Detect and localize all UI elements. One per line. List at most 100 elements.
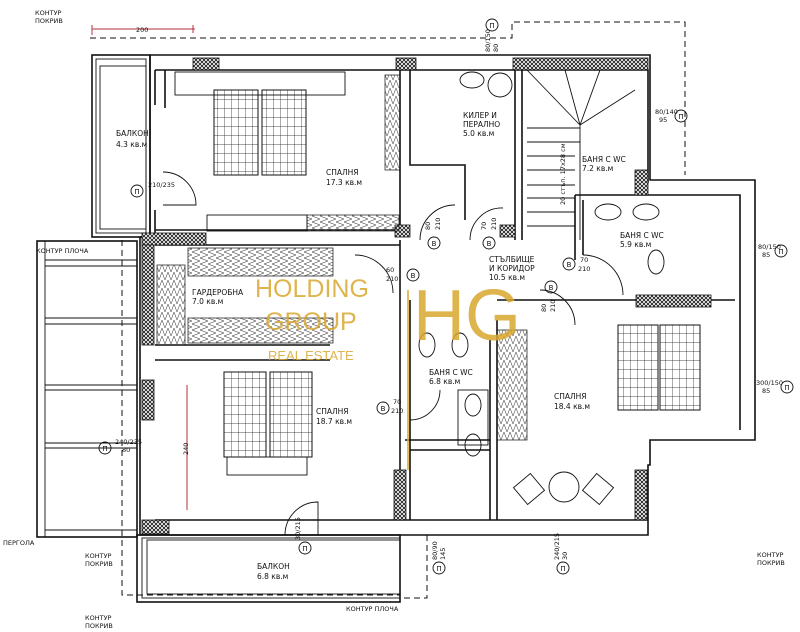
svg-text:КОНТУР ПЛОЧА: КОНТУР ПЛОЧА — [36, 247, 89, 255]
svg-text:СПАЛНЯ: СПАЛНЯ — [316, 407, 349, 416]
svg-text:И КОРИДОР: И КОРИДОР — [489, 264, 535, 273]
svg-text:ПЕРГОЛА: ПЕРГОЛА — [3, 539, 35, 547]
svg-text:70: 70 — [393, 398, 401, 406]
svg-text:210: 210 — [434, 218, 442, 230]
svg-text:КОНТУР: КОНТУР — [85, 552, 112, 560]
svg-text:ГАРДЕРОБНА: ГАРДЕРОБНА — [192, 288, 244, 297]
svg-text:80/140: 80/140 — [655, 108, 678, 116]
svg-text:КИЛЕР И: КИЛЕР И — [463, 111, 497, 120]
svg-text:П: П — [134, 188, 139, 196]
svg-text:80/150: 80/150 — [484, 29, 492, 52]
svg-text:П: П — [784, 384, 789, 392]
svg-text:60: 60 — [386, 266, 394, 274]
pergola — [36, 240, 138, 538]
svg-text:70: 70 — [480, 222, 488, 230]
svg-text:В: В — [567, 261, 572, 269]
svg-text:210: 210 — [549, 300, 557, 312]
svg-text:80: 80 — [122, 446, 130, 454]
svg-text:5.9 кв.м: 5.9 кв.м — [620, 240, 651, 249]
svg-text:HG: HG — [413, 276, 521, 356]
roof-contour — [90, 21, 686, 599]
svg-text:П: П — [436, 565, 441, 573]
dimension-240: 240 — [182, 385, 190, 510]
svg-text:240/235: 240/235 — [115, 438, 142, 446]
svg-text:80: 80 — [540, 304, 548, 312]
watermark-logo: HOLDING GROUP REAL ESTATE HG — [255, 275, 521, 470]
svg-text:18.7 кв.м: 18.7 кв.м — [316, 417, 352, 426]
svg-text:17.3 кв.м: 17.3 кв.м — [326, 178, 362, 187]
svg-text:П: П — [560, 565, 565, 573]
svg-text:30: 30 — [561, 552, 569, 560]
svg-text:ПОКРИВ: ПОКРИВ — [757, 559, 785, 567]
window-tag-balcony-bottom: П30/215 — [294, 517, 312, 555]
svg-text:В: В — [411, 272, 416, 280]
svg-text:В: В — [487, 240, 492, 248]
svg-text:85: 85 — [762, 251, 770, 259]
svg-text:6.8 кв.м: 6.8 кв.м — [429, 377, 460, 386]
svg-text:СПАЛНЯ: СПАЛНЯ — [326, 168, 359, 177]
svg-text:БАНЯ С WC: БАНЯ С WC — [620, 231, 664, 240]
wardrobes — [156, 74, 528, 441]
dimension-200-label: 200 — [136, 26, 148, 34]
svg-text:80/90: 80/90 — [431, 541, 439, 560]
svg-text:П: П — [489, 22, 494, 30]
svg-text:6.8 кв.м: 6.8 кв.м — [257, 572, 288, 581]
svg-text:П: П — [102, 445, 107, 453]
svg-text:80/150: 80/150 — [758, 243, 781, 251]
svg-text:REAL ESTATE: REAL ESTATE — [268, 348, 354, 363]
door-swings — [162, 171, 624, 536]
svg-text:ПОКРИВ: ПОКРИВ — [85, 560, 113, 568]
svg-text:В: В — [432, 240, 437, 248]
svg-text:240/215: 240/215 — [553, 533, 561, 560]
bed-right — [617, 324, 701, 411]
svg-text:85: 85 — [762, 387, 770, 395]
svg-text:7.2 кв.м: 7.2 кв.м — [582, 164, 613, 173]
svg-text:В: В — [381, 405, 386, 413]
svg-text:HOLDING: HOLDING — [255, 275, 369, 303]
svg-text:БАНЯ С WC: БАНЯ С WC — [429, 368, 473, 377]
svg-text:30/215: 30/215 — [294, 517, 302, 540]
svg-text:4.3 кв.м: 4.3 кв.м — [116, 140, 147, 149]
svg-text:В: В — [549, 284, 554, 292]
svg-text:10.5 кв.м: 10.5 кв.м — [489, 273, 525, 282]
svg-text:БАЛКОН: БАЛКОН — [257, 562, 290, 571]
svg-text:КОНТУР: КОНТУР — [85, 614, 112, 622]
bathroom-fixtures — [418, 71, 665, 506]
svg-text:КОНТУР ПЛОЧА: КОНТУР ПЛОЧА — [346, 605, 399, 613]
svg-text:П: П — [302, 545, 307, 553]
svg-text:БАНЯ С WC: БАНЯ С WC — [582, 155, 626, 164]
stairs-note: 20 стъп. 17x28 см — [559, 143, 567, 205]
bed-bottom-left — [223, 371, 313, 476]
window-tag-balcony-left: П 210/235 — [130, 181, 175, 198]
svg-text:70: 70 — [580, 256, 588, 264]
room-bathroom-2: БАНЯ С WC5.9 кв.м — [620, 231, 664, 249]
dimension-200: 200 — [91, 25, 195, 35]
svg-text:П: П — [678, 113, 683, 121]
svg-text:210/235: 210/235 — [148, 181, 175, 189]
svg-text:ПОКРИВ: ПОКРИВ — [35, 17, 63, 25]
svg-text:ПЕРАЛНО: ПЕРАЛНО — [463, 120, 500, 129]
wall-hatch — [141, 57, 712, 535]
svg-text:П: П — [778, 248, 783, 256]
stairs: 20 стъп. 17x28 см — [526, 69, 636, 240]
